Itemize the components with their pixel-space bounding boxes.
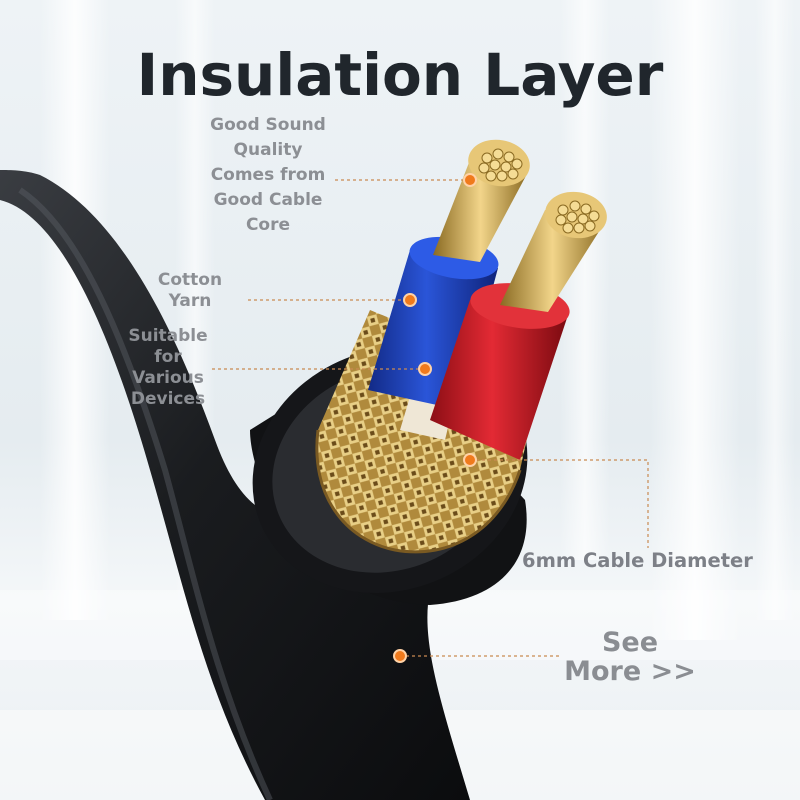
see-more-link[interactable]: See More >> (560, 628, 700, 686)
cotton-yarn-label: Cotton Yarn (157, 270, 223, 311)
core-quality-label: Good Sound Quality Comes from Good Cable… (210, 115, 326, 235)
devices-label: Suitable for Various Devices (128, 326, 208, 409)
cable-diameter-label: 6mm Cable Diameter (522, 549, 753, 572)
see-more-line1: See (601, 627, 659, 658)
page-title: Insulation Layer (136, 41, 664, 109)
annotation-markers (393, 173, 477, 663)
see-more-line2: More >> (564, 656, 696, 687)
leader-lines (212, 179, 649, 657)
